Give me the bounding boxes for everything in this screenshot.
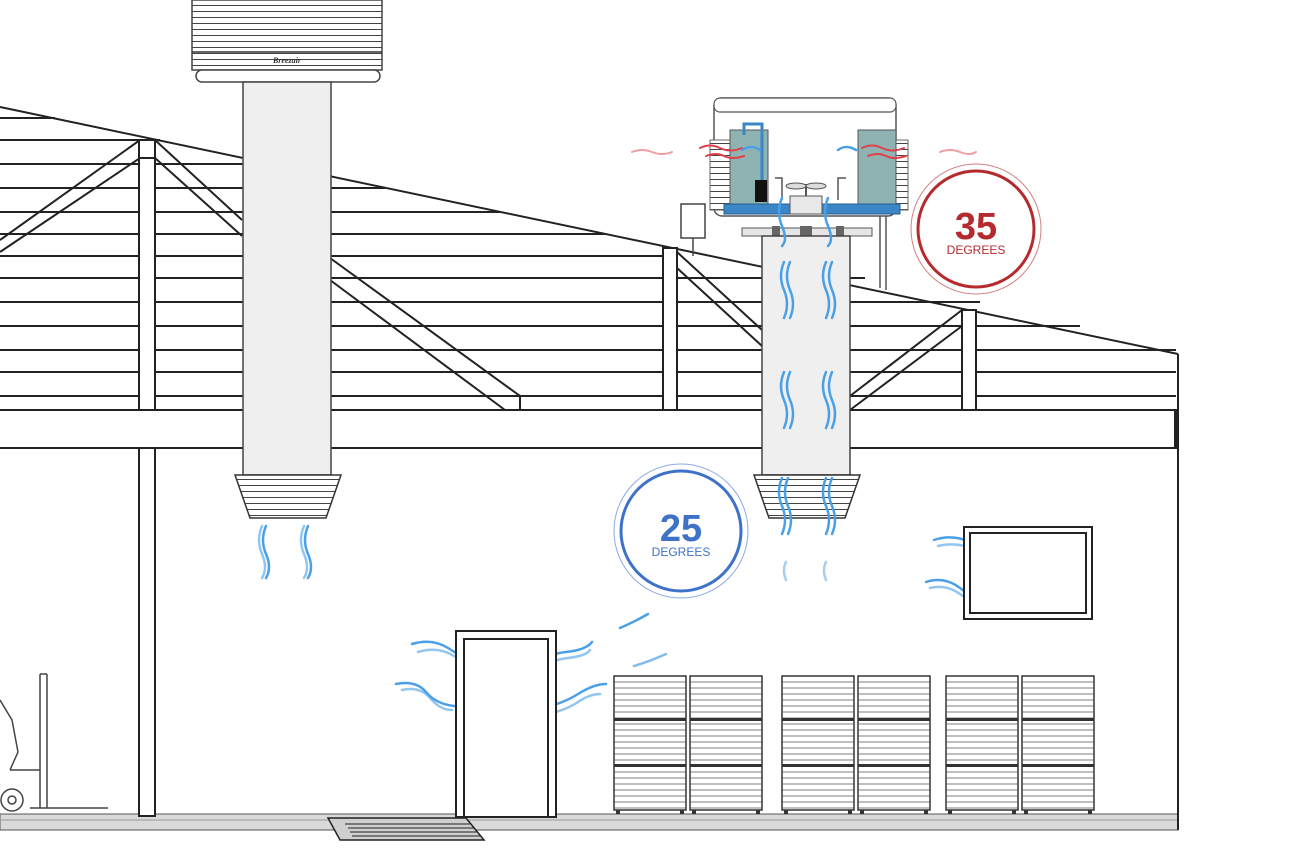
- storage-rack: [945, 675, 1019, 814]
- outside-temp-unit: DEGREES: [947, 243, 1006, 257]
- outside-temperature-badge: 35 DEGREES: [910, 163, 1042, 295]
- left-cooler-unit: [191, 0, 383, 83]
- storage-rack: [689, 675, 763, 814]
- door: [455, 630, 557, 818]
- left-diffuser: [233, 474, 343, 519]
- floor-grate: [326, 817, 486, 841]
- window: [963, 526, 1093, 620]
- ground: [0, 813, 1179, 831]
- roof-truss: [0, 139, 977, 411]
- brand-logo: Breezair: [272, 56, 302, 65]
- main-duct: [761, 235, 851, 476]
- storage-rack: [781, 675, 855, 814]
- main-diffuser: [752, 474, 862, 519]
- hot-air-arrows: [631, 144, 977, 159]
- building-walls: [0, 354, 1179, 830]
- storage-racks: [613, 675, 1095, 814]
- inside-temp-value: 25: [660, 508, 702, 550]
- storage-rack: [857, 675, 931, 814]
- outside-temp-value: 35: [955, 206, 997, 248]
- storage-rack: [1021, 675, 1095, 814]
- forklift: [0, 673, 108, 812]
- storage-rack: [613, 675, 687, 814]
- control-box: [680, 203, 706, 256]
- inside-temp-unit: DEGREES: [652, 545, 711, 559]
- left-duct: [242, 81, 332, 476]
- evaporative-cooler: [709, 97, 909, 290]
- inside-temperature-badge: 25 DEGREES: [613, 463, 749, 599]
